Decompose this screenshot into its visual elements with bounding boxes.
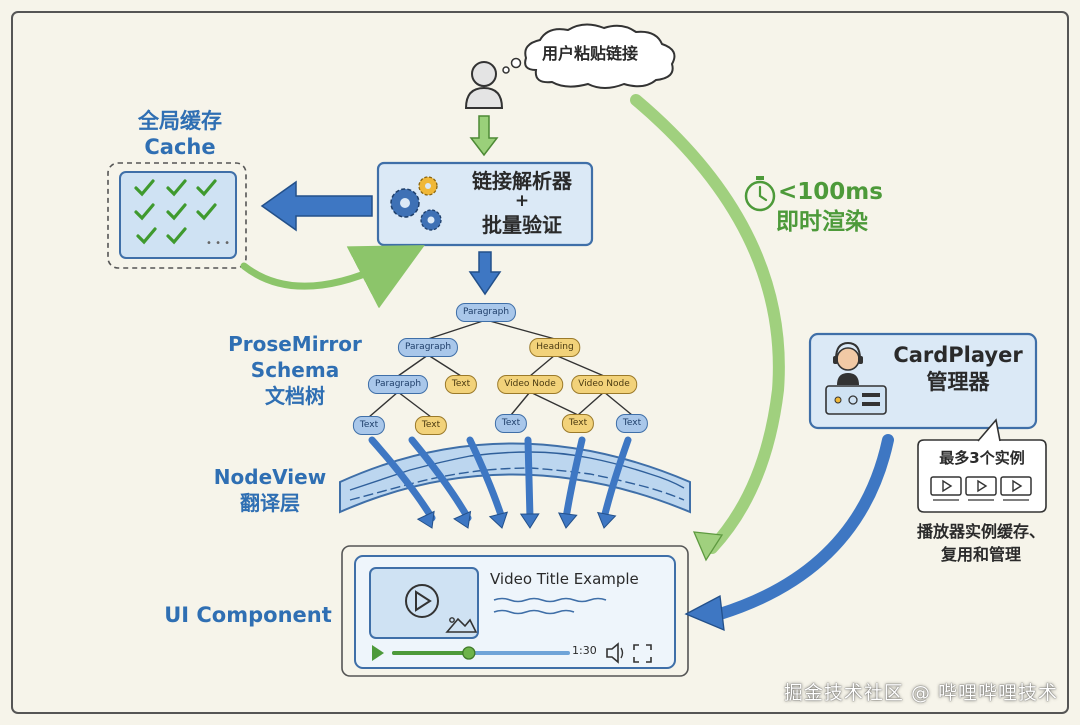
tree-edge <box>510 391 531 416</box>
arrow-parser-to-tree <box>468 251 502 296</box>
translation-arrows <box>368 436 632 529</box>
gear-icon-small <box>418 176 442 231</box>
tree-node-video-node: Video Node <box>571 375 637 394</box>
user-icon <box>464 61 504 109</box>
cache-title-en: Cache <box>144 135 216 159</box>
parser-subtitle: 批量验证 <box>482 213 562 237</box>
tree-node-heading: Heading <box>529 338 581 357</box>
down-arrow <box>408 436 472 529</box>
arrow-fast-render <box>630 94 785 554</box>
thought-bubble <box>502 23 676 89</box>
timing-value: <100ms <box>778 179 883 205</box>
fullscreen-icon[interactable] <box>633 644 652 663</box>
timing-caption: 即时渲染 <box>776 209 868 235</box>
tree-edge <box>427 319 487 340</box>
callout-text: 最多3个实例 <box>939 449 1025 467</box>
schema-title-2: Schema <box>250 358 340 382</box>
mountain-icon <box>445 617 478 633</box>
description-lines <box>493 597 607 615</box>
tree-node-text: Text <box>494 414 528 433</box>
arrow-fast-render-head <box>692 531 724 562</box>
nodeview-title: NodeView <box>213 465 327 489</box>
tree-edge <box>427 354 462 377</box>
check-icon <box>136 227 157 245</box>
bubble-text: 用户粘贴链接 <box>541 44 638 63</box>
tree-edge <box>368 391 399 418</box>
volume-icon[interactable] <box>606 642 624 664</box>
mini-player-icon <box>930 476 962 501</box>
tree-node-text: Text <box>414 416 448 435</box>
check-icon <box>166 179 187 197</box>
mini-player-icon <box>1000 476 1032 501</box>
nodeview-subtitle: 翻译层 <box>240 491 300 515</box>
tree-edge <box>397 354 429 377</box>
play-circle-icon <box>405 584 439 618</box>
tree-edge <box>397 391 432 418</box>
check-icon <box>196 203 217 221</box>
outer-frame <box>11 11 1069 714</box>
video-title: Video Title Example <box>490 570 639 588</box>
arrow-cardplayer-to-ui-head <box>684 594 725 632</box>
gear-icon <box>390 188 420 218</box>
check-icon <box>166 227 187 245</box>
tree-node-video-node: Video Node <box>497 375 563 394</box>
tree-node-text: Text <box>615 414 649 433</box>
cardplayer-title: CardPlayer <box>893 343 1023 367</box>
cache-title-cn: 全局缓存 <box>138 109 222 133</box>
schema-title-1: ProseMirror <box>228 332 362 356</box>
operator-headset-icon <box>825 341 887 415</box>
mini-player-icon <box>965 476 997 501</box>
tree-node-paragraph: Paragraph <box>397 338 459 357</box>
tree-edge <box>529 354 556 377</box>
tree-edge <box>603 391 633 416</box>
arrow-user-to-parser <box>469 115 499 157</box>
ui-component-label: UI Component <box>164 603 332 627</box>
arrow-parser-to-cache <box>260 180 373 232</box>
check-icon <box>196 179 217 197</box>
down-arrow <box>466 436 509 529</box>
down-arrow <box>368 436 436 529</box>
nodeview-band <box>339 442 691 514</box>
cardplayer-subtitle: 管理器 <box>926 370 990 394</box>
cardplayer-note-2: 复用和管理 <box>940 545 1021 564</box>
tree-node-paragraph: Paragraph <box>455 303 517 322</box>
tree-edges <box>368 319 633 418</box>
ellipsis-icon: • • • <box>206 238 230 249</box>
down-arrow <box>557 436 586 529</box>
parser-plus: + <box>514 191 530 211</box>
parser-title: 链接解析器 <box>472 169 572 193</box>
tree-edge <box>577 391 605 416</box>
down-arrow <box>519 436 540 529</box>
cardplayer-note-1: 播放器实例缓存、 <box>916 522 1045 541</box>
tree-edge <box>554 354 605 377</box>
watermark: 掘金技术社区 @ 哔哩哔哩技术 <box>783 682 1058 704</box>
arrow-cache-to-parser <box>240 245 425 309</box>
check-icon <box>166 203 187 221</box>
tree-edge <box>529 391 579 416</box>
ui-component-panel <box>341 545 689 677</box>
checkmark-icons <box>134 179 217 245</box>
tree-node-text: Text <box>444 375 478 394</box>
tree-node-text: Text <box>561 414 595 433</box>
tree-edge <box>485 319 556 340</box>
play-icon[interactable] <box>372 645 384 661</box>
arrow-cardplayer-to-ui <box>714 434 894 620</box>
down-arrow <box>596 436 632 529</box>
tree-node-paragraph: Paragraph <box>367 375 429 394</box>
tree-node-text: Text <box>352 416 386 435</box>
check-icon <box>134 179 155 197</box>
video-time: 1:30 <box>572 644 597 657</box>
progress-bar[interactable] <box>392 646 570 660</box>
stopwatch-icon <box>744 176 776 212</box>
check-icon <box>134 203 155 221</box>
mini-player-icons <box>930 476 1032 501</box>
schema-title-3: 文档树 <box>265 384 325 408</box>
